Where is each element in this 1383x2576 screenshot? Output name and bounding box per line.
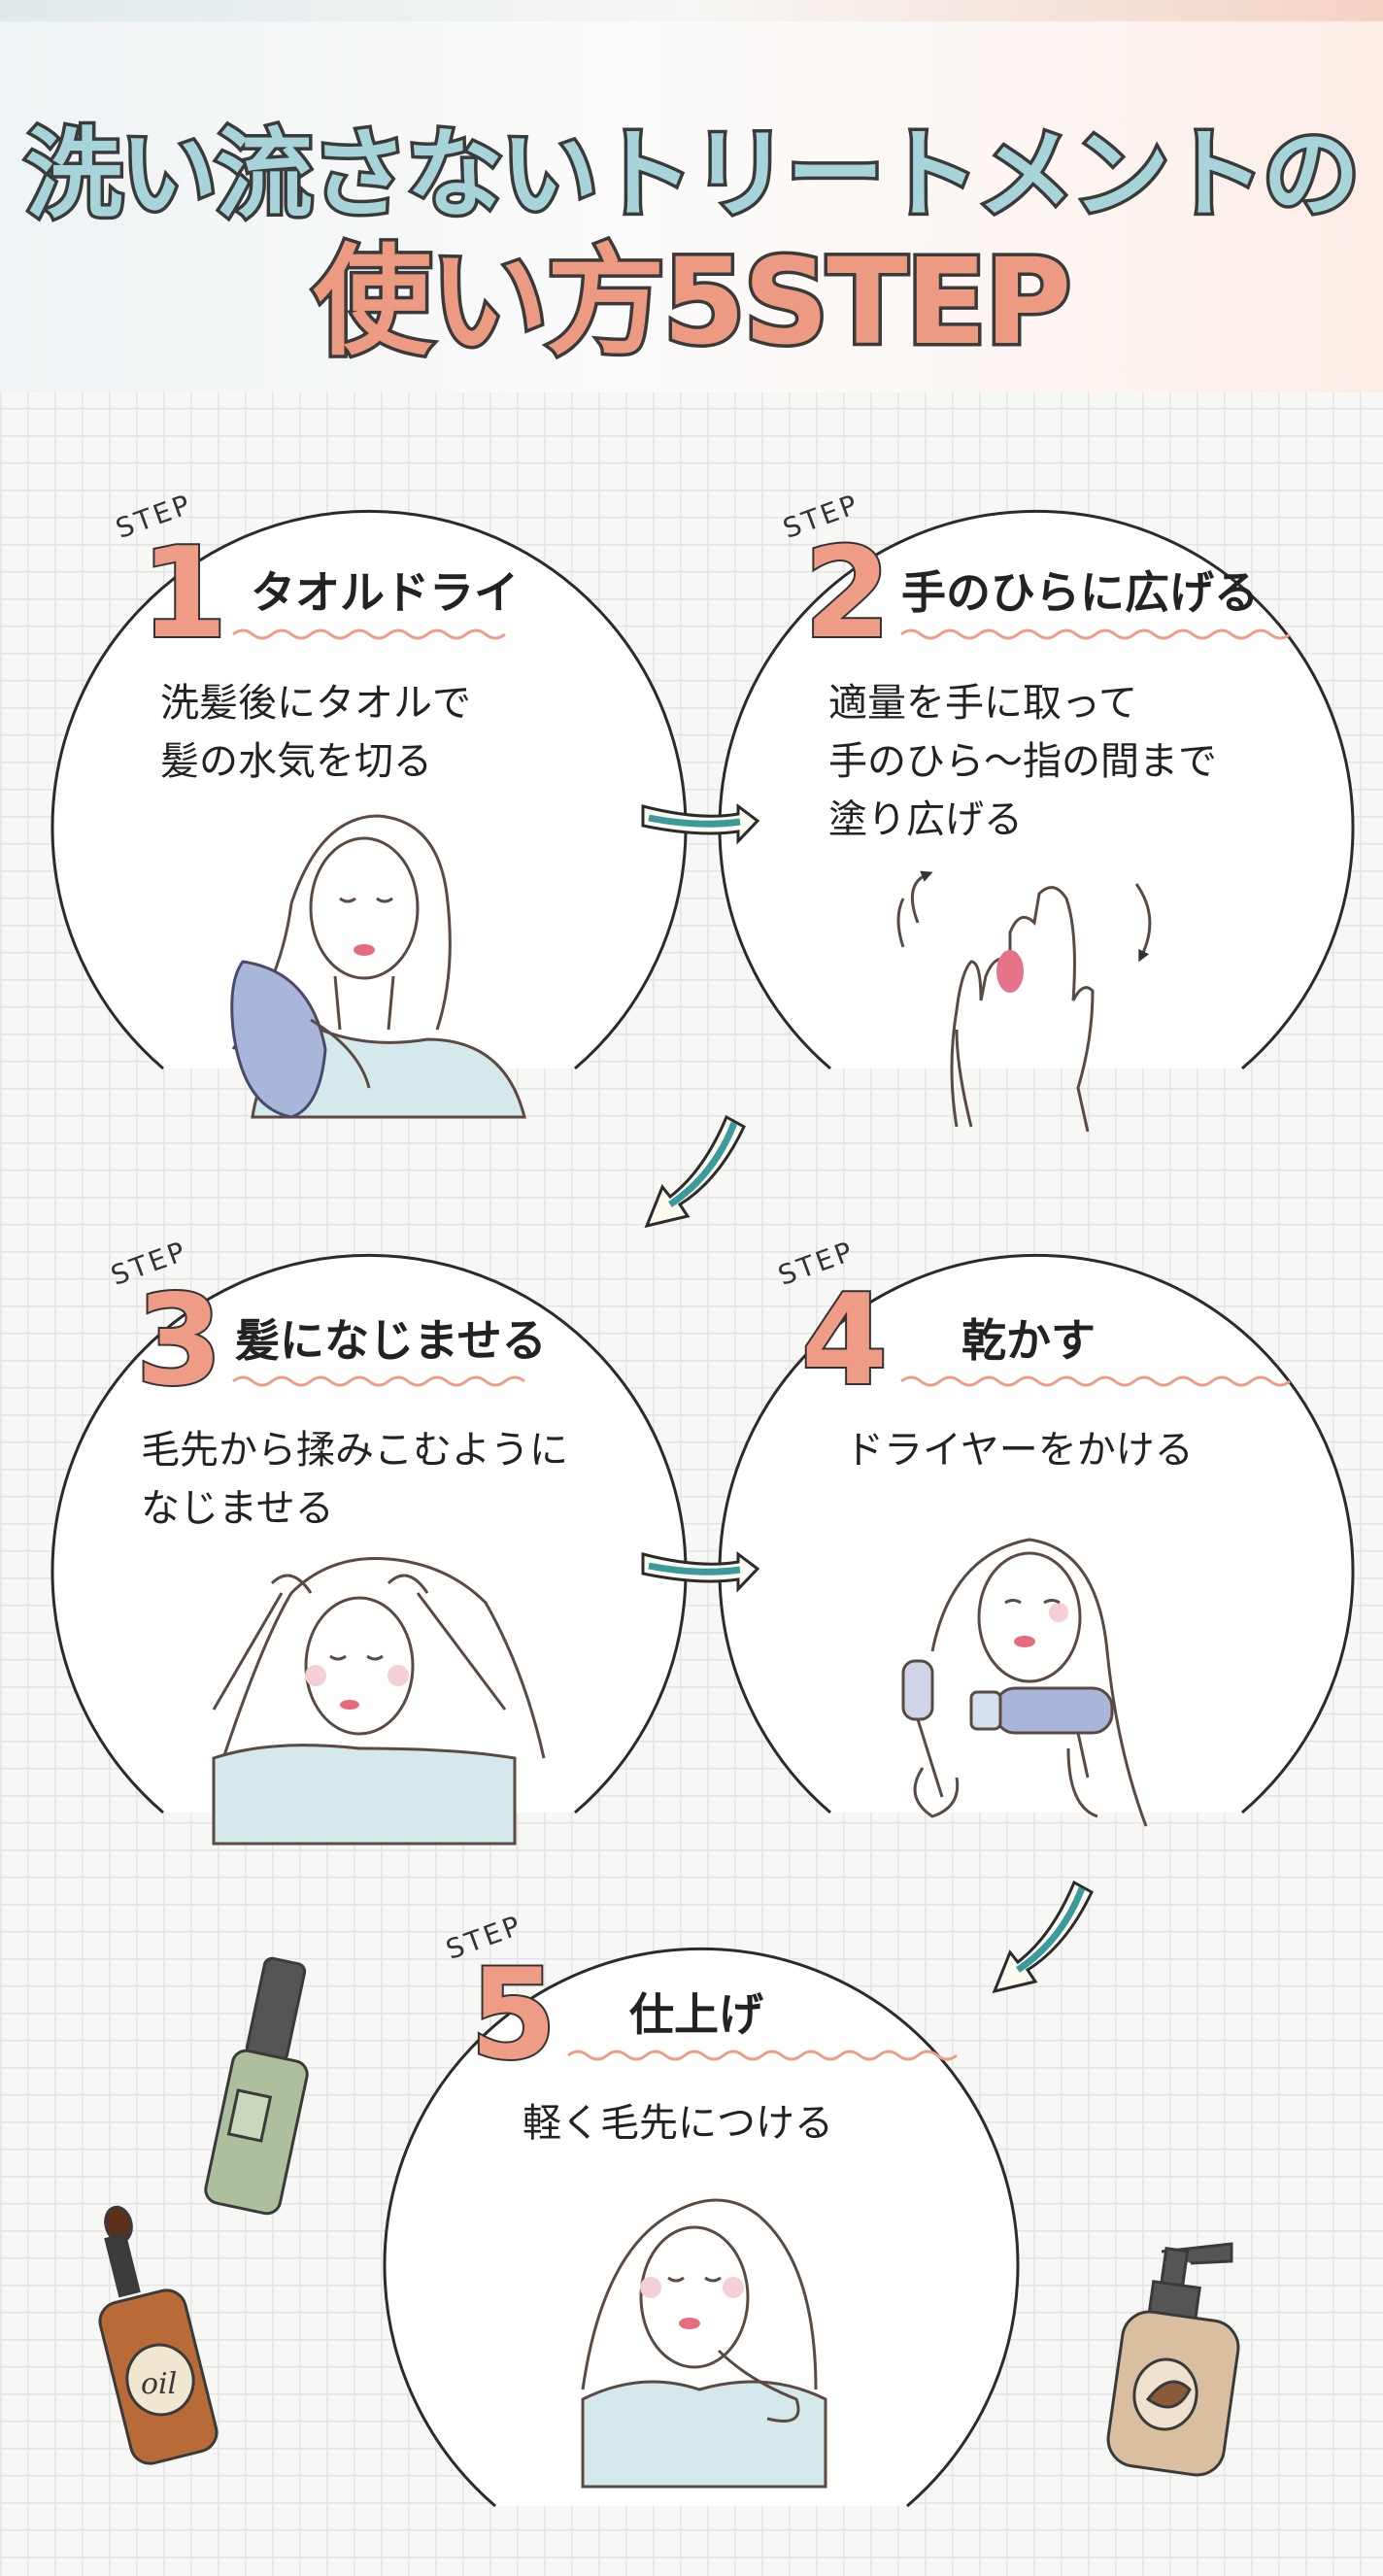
step4-circle — [718, 1253, 1355, 1814]
arrow-2-to-3-icon — [644, 1114, 746, 1229]
header-banner: 洗い流さないトリートメントの 使い方5STEP — [0, 0, 1383, 392]
arrow-1-to-2-icon — [641, 803, 760, 845]
step3-title: 髪になじませる — [235, 1314, 547, 1367]
step4-description: ドライヤーをかける — [845, 1428, 1194, 1473]
pump-bottle-icon — [1106, 2242, 1240, 2477]
page-title: 洗い流さないトリートメントの — [22, 115, 1364, 235]
step5-underline — [567, 2050, 958, 2061]
spray-bottle-icon — [204, 1956, 309, 2216]
step3-number: 3 — [134, 1269, 224, 1413]
step1-circle — [51, 509, 688, 1070]
step4-title: 乾かす — [961, 1314, 1096, 1367]
hands-spreading-product-illustration — [896, 870, 1152, 1133]
step3-underline — [232, 1375, 525, 1387]
step1-underline — [232, 628, 506, 640]
step5-number: 5 — [468, 1943, 558, 2087]
step1-title: タオルドライ — [251, 566, 519, 619]
woman-towel-drying-illustration — [230, 814, 526, 1119]
step5-title: 仕上げ — [629, 1988, 763, 2041]
arrow-4-to-5-icon — [992, 1880, 1094, 1994]
step3-circle — [51, 1253, 688, 1814]
step2-description: 適量を手に取って 手のひら〜指の間まで 塗り広げる — [828, 681, 1217, 842]
oil-dropper-bottle-icon — [98, 2205, 219, 2465]
woman-finishing-illustration — [581, 2198, 827, 2489]
arrow-3-to-4-icon — [641, 1551, 760, 1593]
step5-description: 軽く毛先につける — [523, 2101, 833, 2146]
header-stripe — [0, 0, 1383, 21]
step3-description: 毛先から揉みこむように なじませる — [141, 1428, 568, 1531]
step2-circle — [718, 509, 1355, 1070]
woman-applying-to-hair-illustration — [212, 1556, 546, 1846]
step4-underline — [900, 1375, 1291, 1387]
step2-title: 手のひらに広げる — [901, 566, 1259, 619]
step2-number: 2 — [802, 522, 893, 666]
step2-underline — [900, 628, 1291, 640]
step1-number: 1 — [139, 522, 229, 666]
oil-label: oil — [141, 2367, 177, 2401]
woman-blow-drying-illustration — [901, 1538, 1148, 1827]
step1-description: 洗髪後にタオルで 髪の水気を切る — [160, 681, 471, 784]
page-subtitle: 使い方5STEP — [310, 230, 1075, 375]
step4-number: 4 — [799, 1269, 890, 1413]
